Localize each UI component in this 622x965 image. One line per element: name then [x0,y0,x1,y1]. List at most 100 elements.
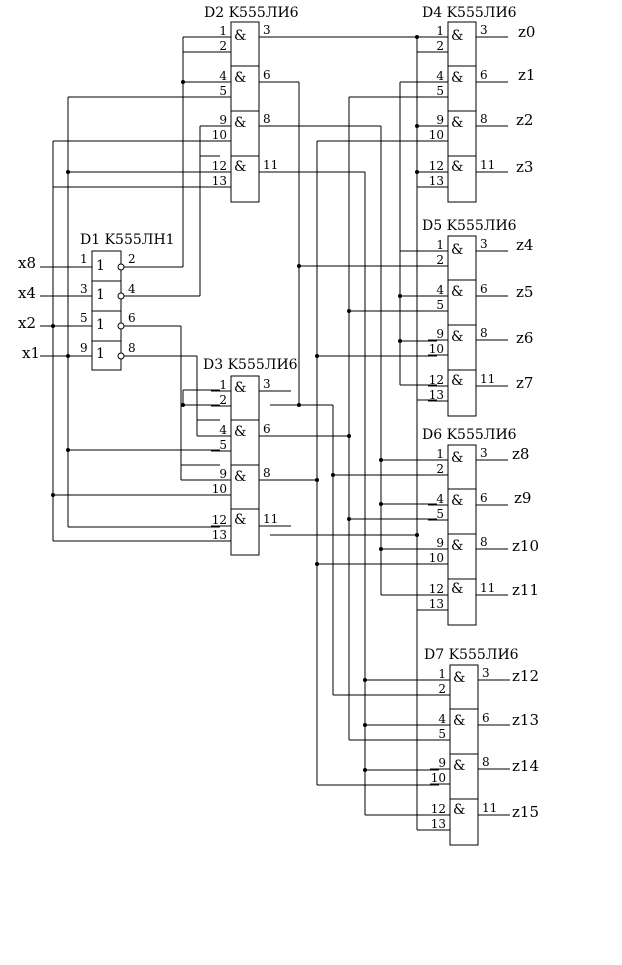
output-label-z2: z2 [516,111,533,129]
chip-d3: D3 K555ЛИ6 & & & & [203,357,298,556]
d7-input-pin-label: 5 [438,727,446,741]
chip-d4-body [447,21,477,203]
d3-output-pin-label: 8 [263,466,271,480]
output-label-z13: z13 [512,711,539,729]
output-label-z9: z9 [514,489,531,507]
d4-input-pin-label: 4 [436,69,444,83]
d2-input-pin-label: 2 [219,39,227,53]
chip-d6-title: D6 K555ЛИ6 [422,427,517,443]
d1-pin-label: 3 [80,282,88,296]
chip-d2: D2 K555ЛИ6 & & & & [204,5,299,203]
d4-input-pin-label: 13 [429,174,444,188]
d2-input-pin-label: 5 [219,84,227,98]
chip-d3-title: D3 K555ЛИ6 [203,357,298,373]
d3-input-pin-label: 13 [212,528,227,542]
output-label-z1: z1 [518,66,535,84]
d3-input-pin-label: 5 [219,438,227,452]
d3-output-pin-label: 11 [263,512,278,526]
d6-output-pin-label: 8 [480,535,488,549]
d1-gate-3-symbol: 1 [96,317,105,333]
d3-input-pin-label: 12 [212,513,227,527]
d6-input-pin-label: 5 [436,507,444,521]
d6-input-pin-label: 2 [436,462,444,476]
and-symbol: & [451,538,463,554]
inverter-bubble [117,352,125,360]
chip-d5-title: D5 K555ЛИ6 [422,218,517,234]
d5-output-pin-label: 3 [480,237,488,251]
d6-output-pin-label: 11 [480,581,495,595]
output-label-z8: z8 [512,445,529,463]
d3-input-pin-label: 9 [219,467,227,481]
output-label-z10: z10 [512,537,539,555]
d2-output-pin-label: 8 [263,112,271,126]
d4-input-pin-label: 12 [429,159,444,173]
d2-input-pin-label: 13 [212,174,227,188]
d7-input-pin-label: 10 [431,771,446,785]
and-symbol: & [234,115,246,131]
output-label-z15: z15 [512,803,539,821]
d6-input-pin-label: 12 [429,582,444,596]
d1-gate-4-symbol: 1 [96,346,105,362]
chip-d5: D5 K555ЛИ6 & & & & [422,218,517,417]
d1-pin-label: 6 [128,311,136,325]
junction-dots [51,35,419,772]
d4-output-pin-label: 11 [480,158,495,172]
d4-output-pin-label: 3 [480,23,488,37]
d6-input-pin-label: 13 [429,597,444,611]
d5-input-pin-label: 10 [429,342,444,356]
d6-input-pin-label: 9 [436,536,444,550]
d5-output-pin-label: 6 [480,282,488,296]
output-labels: z0 z1 z2 z3 z4 z5 z6 z7 z8 z9 z10 z11 z1… [512,23,539,821]
d3-output-pin-label: 6 [263,422,271,436]
d1-gate-2-symbol: 1 [96,287,105,303]
input-label-x4: x4 [18,284,36,302]
d4-output-pin-label: 8 [480,112,488,126]
wires [52,36,439,831]
d1-pin-label: 9 [80,341,88,355]
d5-input-pin-label: 5 [436,298,444,312]
d3-output-pin-label: 3 [263,377,271,391]
d7-output-pin-label: 11 [482,801,497,815]
and-symbol: & [451,450,463,466]
d6-output-pin-label: 6 [480,491,488,505]
d2-output-pin-label: 3 [263,23,271,37]
inverter-bubble [117,322,125,330]
d7-output-pin-label: 6 [482,711,490,725]
output-label-z3: z3 [516,158,533,176]
d1-pin-label: 4 [128,282,136,296]
d4-output-pin-label: 6 [480,68,488,82]
input-label-x8: x8 [18,254,36,272]
and-symbol: & [451,70,463,86]
chip-d4: D4 K555ЛИ6 & & & & [422,5,517,203]
d4-input-pin-label: 9 [436,113,444,127]
and-symbol: & [234,512,246,528]
chip-d1: D1 K555ЛН1 1 1 1 1 1 2 3 4 5 6 9 8 [80,232,175,371]
inverter-bubble [117,292,125,300]
d3-input-pin-label: 10 [212,482,227,496]
and-symbol: & [234,424,246,440]
d1-pin-label: 2 [128,252,136,266]
d2-input-pin-label: 9 [219,113,227,127]
and-symbol: & [451,115,463,131]
chip-d4-title: D4 K555ЛИ6 [422,5,517,21]
d2-output-pin-label: 6 [263,68,271,82]
input-label-x1: x1 [22,344,40,362]
and-symbol: & [451,329,463,345]
d6-input-pin-label: 4 [436,492,444,506]
chip-d1-title: D1 K555ЛН1 [80,232,175,248]
d3-input-pin-label: 4 [219,423,227,437]
output-label-z6: z6 [516,329,533,347]
output-label-z7: z7 [516,374,533,392]
and-symbol: & [453,802,465,818]
d7-input-pin-label: 1 [438,667,446,681]
input-label-x2: x2 [18,314,36,332]
d5-input-pin-label: 4 [436,283,444,297]
d5-input-pin-label: 2 [436,253,444,267]
d3-input-pin-label: 2 [219,393,227,407]
and-symbol: & [451,159,463,175]
and-symbol: & [234,469,246,485]
output-label-z12: z12 [512,667,539,685]
chip-d2-title: D2 K555ЛИ6 [204,5,299,21]
d5-output-pin-label: 8 [480,326,488,340]
